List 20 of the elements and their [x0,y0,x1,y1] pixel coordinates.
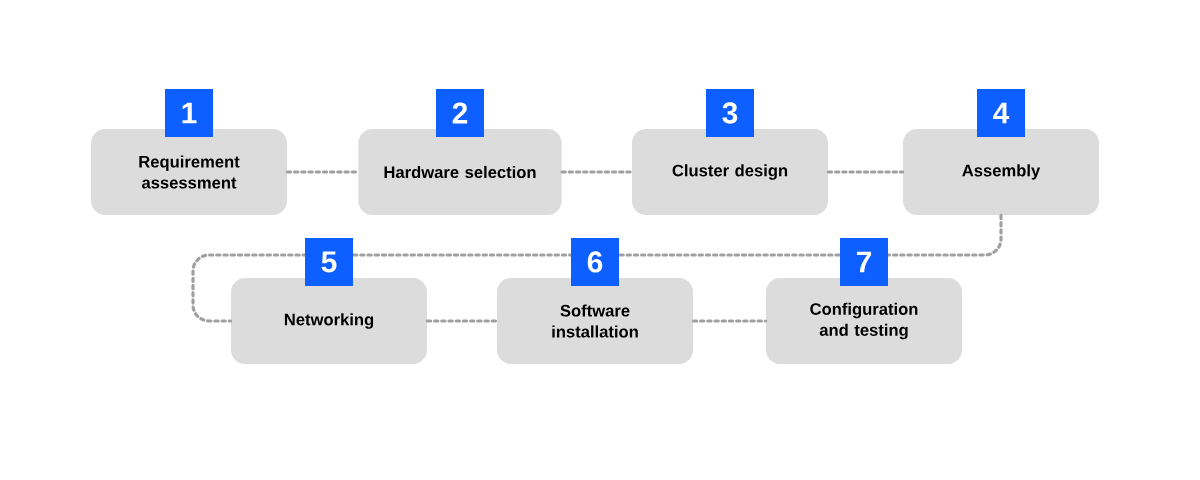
number-badge: 3 [706,89,754,137]
step-box: Requirement assessment [91,129,287,215]
step-box: Networking [231,278,427,364]
connector-line [191,213,1003,323]
step-box: Configuration and testing [766,278,962,364]
step-box: Software installation [497,278,693,364]
connector-line [425,319,499,323]
step-box: Hardware selection [358,129,562,215]
number-badge: 6 [571,238,619,286]
connector-line [285,170,360,174]
number-badge: 2 [436,89,484,137]
connector-line [560,170,634,174]
connector-line [826,170,905,174]
number-badge: 5 [305,238,353,286]
step-box: Cluster design [632,129,828,215]
connector-line [691,319,768,323]
number-badge: 4 [977,89,1025,137]
number-badge: 7 [840,238,888,286]
number-badge: 1 [165,89,213,137]
step-box: Assembly [903,129,1099,215]
